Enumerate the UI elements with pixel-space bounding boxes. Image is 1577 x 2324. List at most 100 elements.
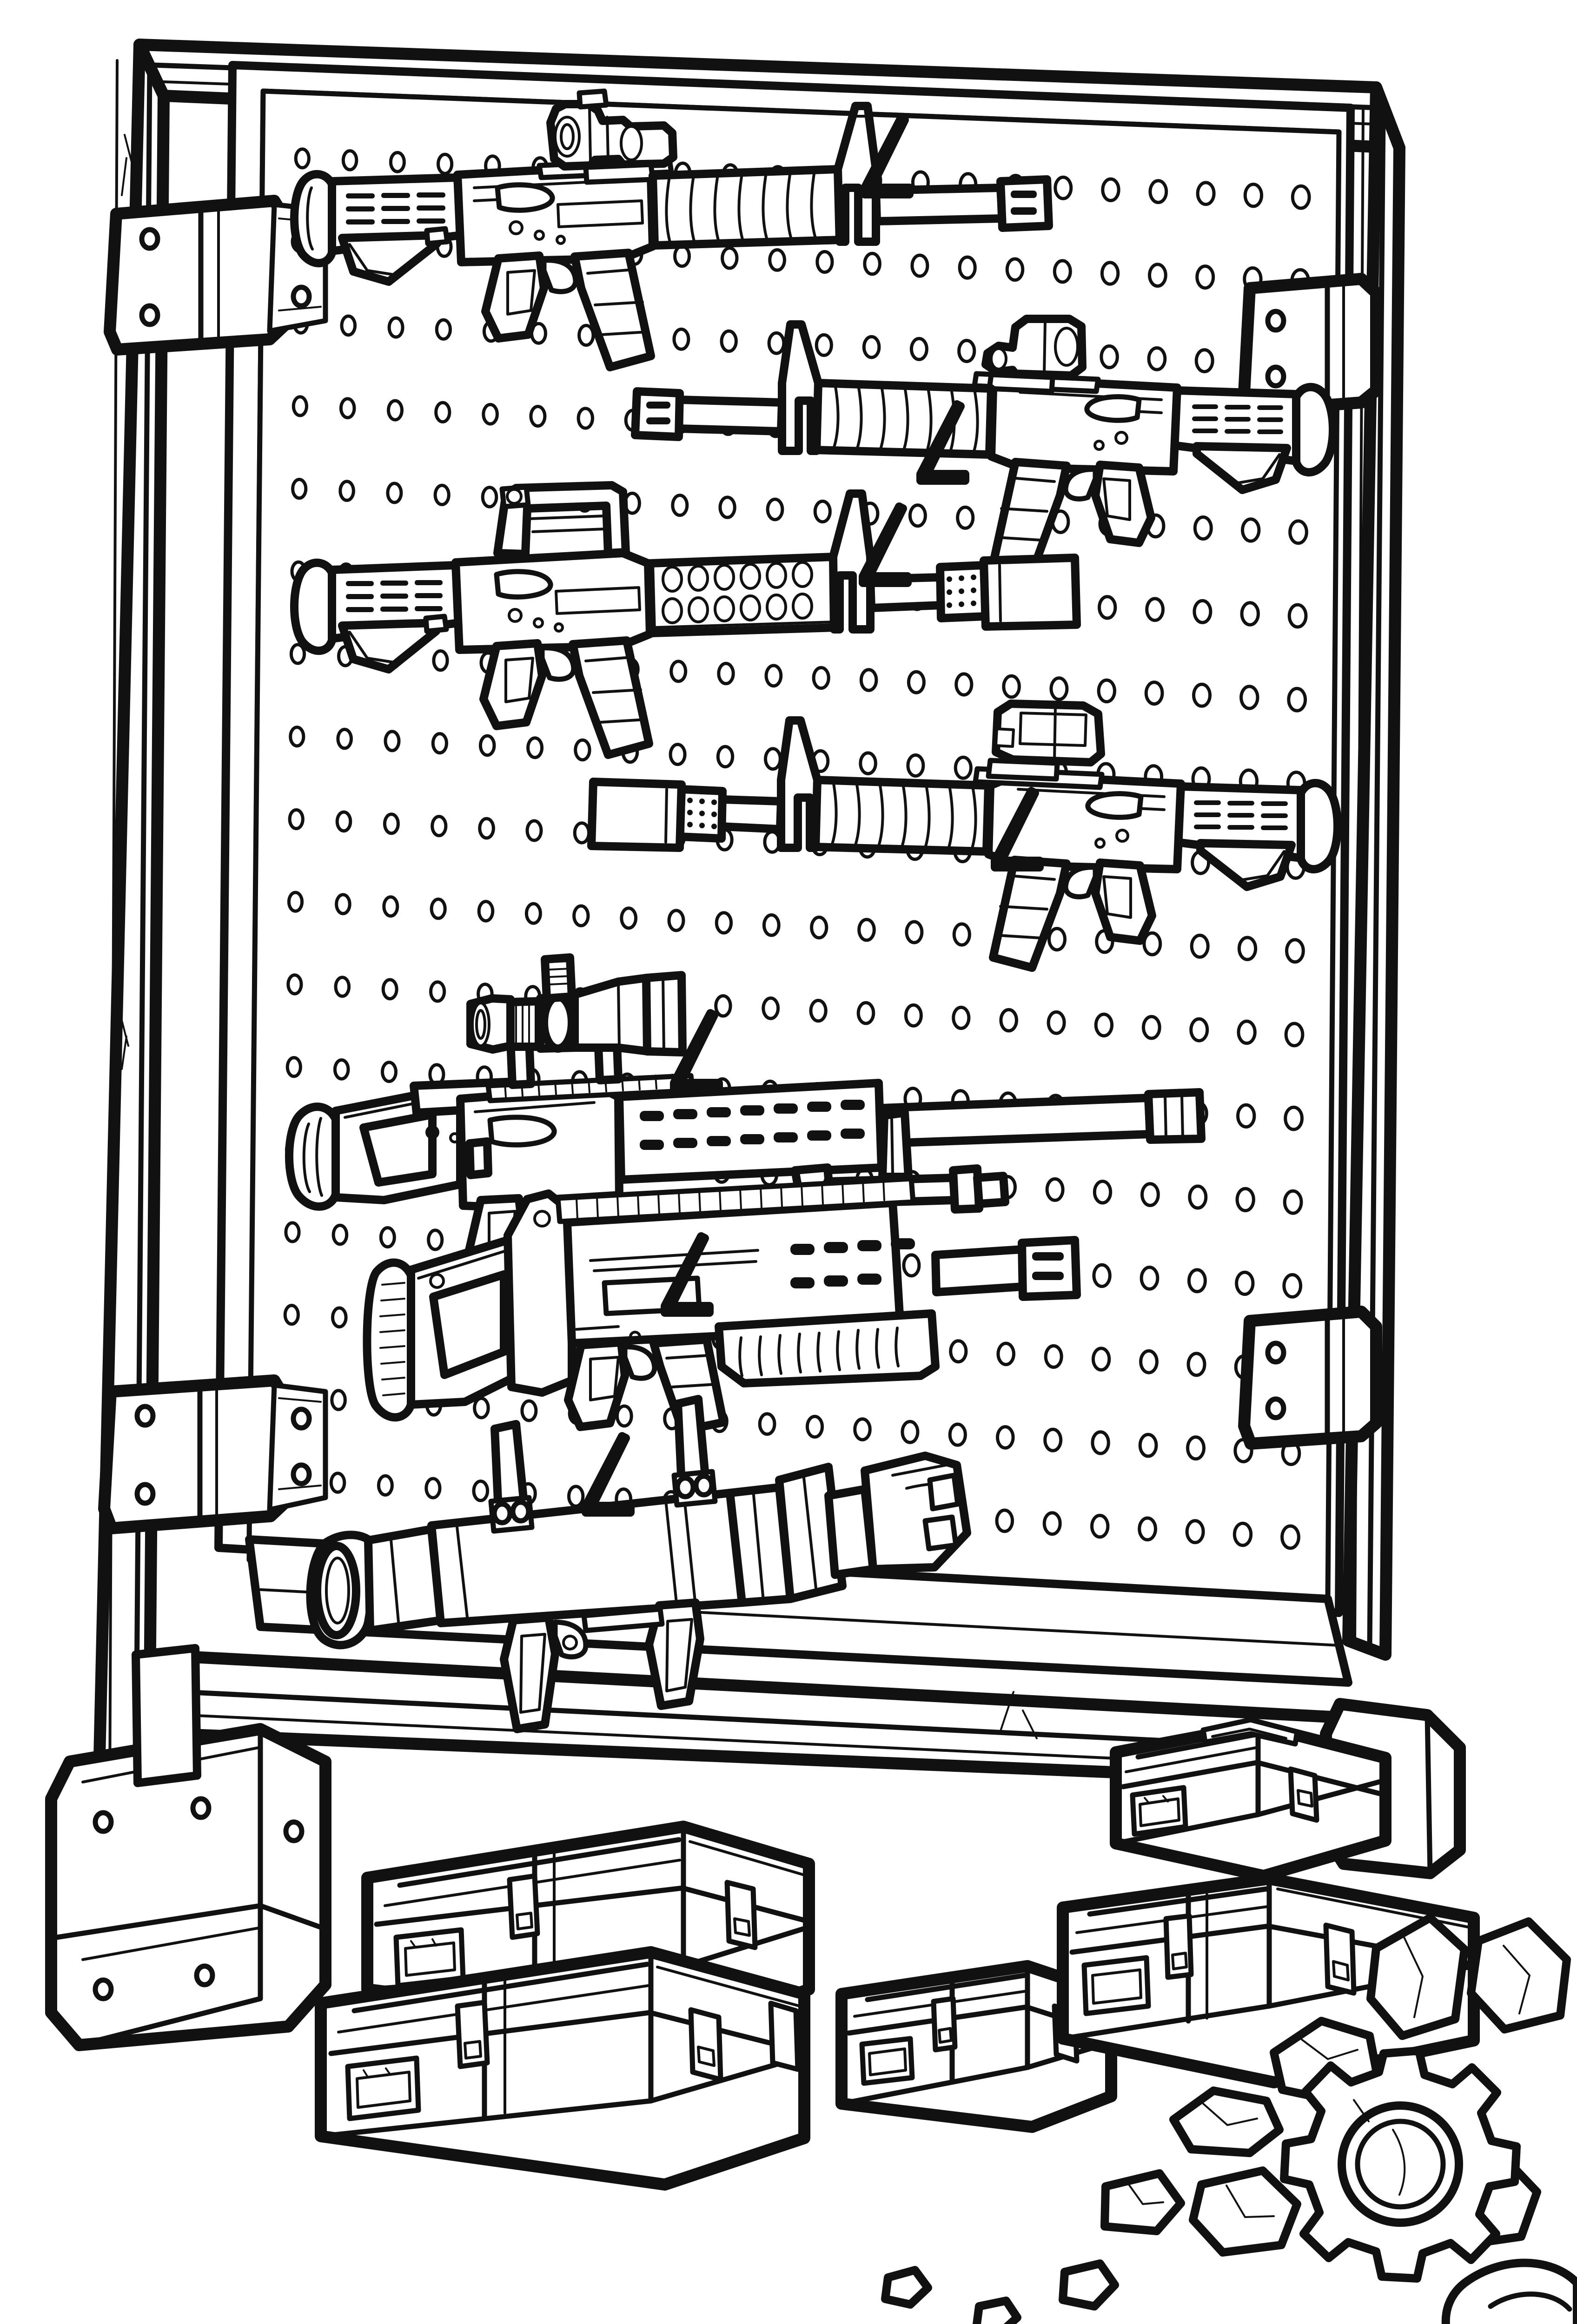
pegboard-hole	[718, 495, 736, 519]
pegboard-hole	[572, 904, 590, 928]
pegboard-hole	[1047, 1010, 1066, 1035]
pegboard-hole	[1186, 1352, 1206, 1377]
pegboard-hole	[331, 1223, 349, 1246]
pegboard-hole	[1282, 1273, 1303, 1299]
pegboard-hole	[287, 891, 304, 913]
pegboard-hole	[813, 499, 832, 524]
pegboard-hole	[1145, 597, 1165, 622]
pegboard-hole	[615, 1404, 633, 1428]
pegboard-hole	[574, 738, 591, 762]
weapon-suppressed-rifle-row3[interactable]	[290, 481, 1081, 759]
weapon-suppressed-carbine-row4[interactable]	[587, 700, 1342, 972]
pegboard-hole	[1140, 1266, 1160, 1291]
pegboard-hole	[863, 251, 881, 276]
pegboard-hole	[335, 810, 352, 833]
pegboard-hole	[952, 922, 971, 947]
pegboard-hole	[577, 324, 595, 347]
pegboard-hole	[671, 494, 689, 517]
foot-left	[45, 1644, 331, 2051]
pegboard-hole	[386, 482, 403, 504]
pegboard-hole	[672, 327, 690, 351]
pegboard-hole	[430, 898, 447, 920]
pegboard-hole	[620, 906, 638, 930]
weapon-sniper-rifle-row5[interactable]	[285, 953, 1206, 1296]
pegboard-hole	[524, 902, 542, 925]
pegboard-hole	[669, 660, 688, 683]
pegboard-hole	[289, 726, 305, 748]
pegboard-hole	[1091, 1430, 1110, 1455]
case-small-toolbox-right[interactable]	[1110, 1717, 1391, 1882]
pegboard-hole	[1100, 261, 1120, 286]
pegboard-hole	[1140, 1182, 1160, 1208]
pegboard-hole	[284, 1221, 301, 1243]
pegboard-hole	[1054, 175, 1073, 200]
pegboard-hole	[1094, 1012, 1114, 1038]
weapon-carbine-with-optic-top-left[interactable]	[290, 88, 1053, 371]
pegboard-hole	[1148, 179, 1168, 205]
pegboard-hole	[667, 909, 685, 932]
pegboard-hole	[294, 147, 311, 170]
pegboard-hole	[954, 755, 973, 780]
pegboard-hole	[768, 248, 786, 272]
pegboard-hole	[1049, 676, 1069, 701]
pegboard-hole	[1284, 1022, 1305, 1048]
pegboard-hole	[910, 253, 929, 278]
pegboard-hole	[1280, 1524, 1300, 1550]
weapon-rocket-launcher-row7[interactable]	[306, 1395, 971, 1733]
pegboard-hole	[1190, 933, 1210, 959]
pegboard-hole	[996, 1341, 1015, 1367]
pegboard-hole	[1100, 344, 1119, 370]
pegboard-hole	[1147, 346, 1167, 371]
pegboard-hole	[382, 895, 399, 918]
pegboard-hole	[901, 1419, 920, 1444]
pegboard-hole	[1002, 674, 1021, 699]
pegboard-hole	[905, 920, 924, 944]
pegboard-hole	[1092, 1263, 1112, 1288]
pegboard-hole	[1045, 1177, 1065, 1202]
pegboard-hole	[473, 1397, 490, 1419]
pegboard-hole	[336, 727, 353, 750]
weapon-battle-rifle-row6[interactable]	[363, 1109, 1081, 1435]
pegboard-hole	[1287, 687, 1307, 713]
pegboard-hole	[381, 1061, 398, 1083]
pegboard-hole	[952, 1005, 971, 1030]
pegboard-hole	[1288, 519, 1308, 545]
pegboard-hole	[904, 1003, 923, 1028]
pegboard-hole	[762, 996, 780, 1020]
pegboard-hole	[477, 900, 495, 923]
pegboard-hole	[1187, 1268, 1207, 1294]
pegboard-hole	[482, 403, 499, 426]
pegboard-hole	[1194, 348, 1214, 374]
pegboard-hole	[387, 316, 404, 339]
pegboard-hole	[431, 732, 449, 755]
pegboard-hole	[288, 808, 305, 831]
case-large-lower-left[interactable]	[315, 1946, 810, 2191]
pegboard-hole	[1043, 1427, 1063, 1452]
pegboard-hole	[1285, 938, 1305, 964]
bracket-bottom-left[interactable]	[98, 1374, 328, 1534]
case-medium-center[interactable]	[835, 1960, 1117, 2133]
pegboard-hole	[1239, 685, 1259, 710]
pegboard-hole	[379, 1226, 396, 1248]
weapon-carbine-with-red-dot-row2[interactable]	[631, 315, 1338, 574]
pegboard-hole	[721, 246, 739, 270]
pegboard-hole	[717, 661, 735, 686]
pegboard-hole	[902, 1253, 921, 1278]
pegboard-hole	[1144, 680, 1164, 706]
pegboard-hole	[954, 672, 974, 697]
bracket-mid-right[interactable]	[1238, 1306, 1382, 1450]
pegboard-hole	[424, 1477, 442, 1499]
pegboard-hole	[1142, 931, 1162, 957]
pegboard-hole	[906, 753, 925, 778]
pegboard-hole	[1044, 1344, 1063, 1369]
pegboard-hole	[716, 745, 735, 769]
pegboard-hole	[329, 1472, 346, 1494]
pegboard-hole	[285, 1056, 302, 1078]
pegboard-hole	[1287, 603, 1308, 629]
pegboard-hole	[907, 670, 926, 694]
pegboard-hole	[815, 333, 833, 357]
pegboard-hole	[1047, 927, 1067, 952]
pegboard-hole	[859, 668, 878, 692]
pegboard-hole	[809, 998, 828, 1023]
